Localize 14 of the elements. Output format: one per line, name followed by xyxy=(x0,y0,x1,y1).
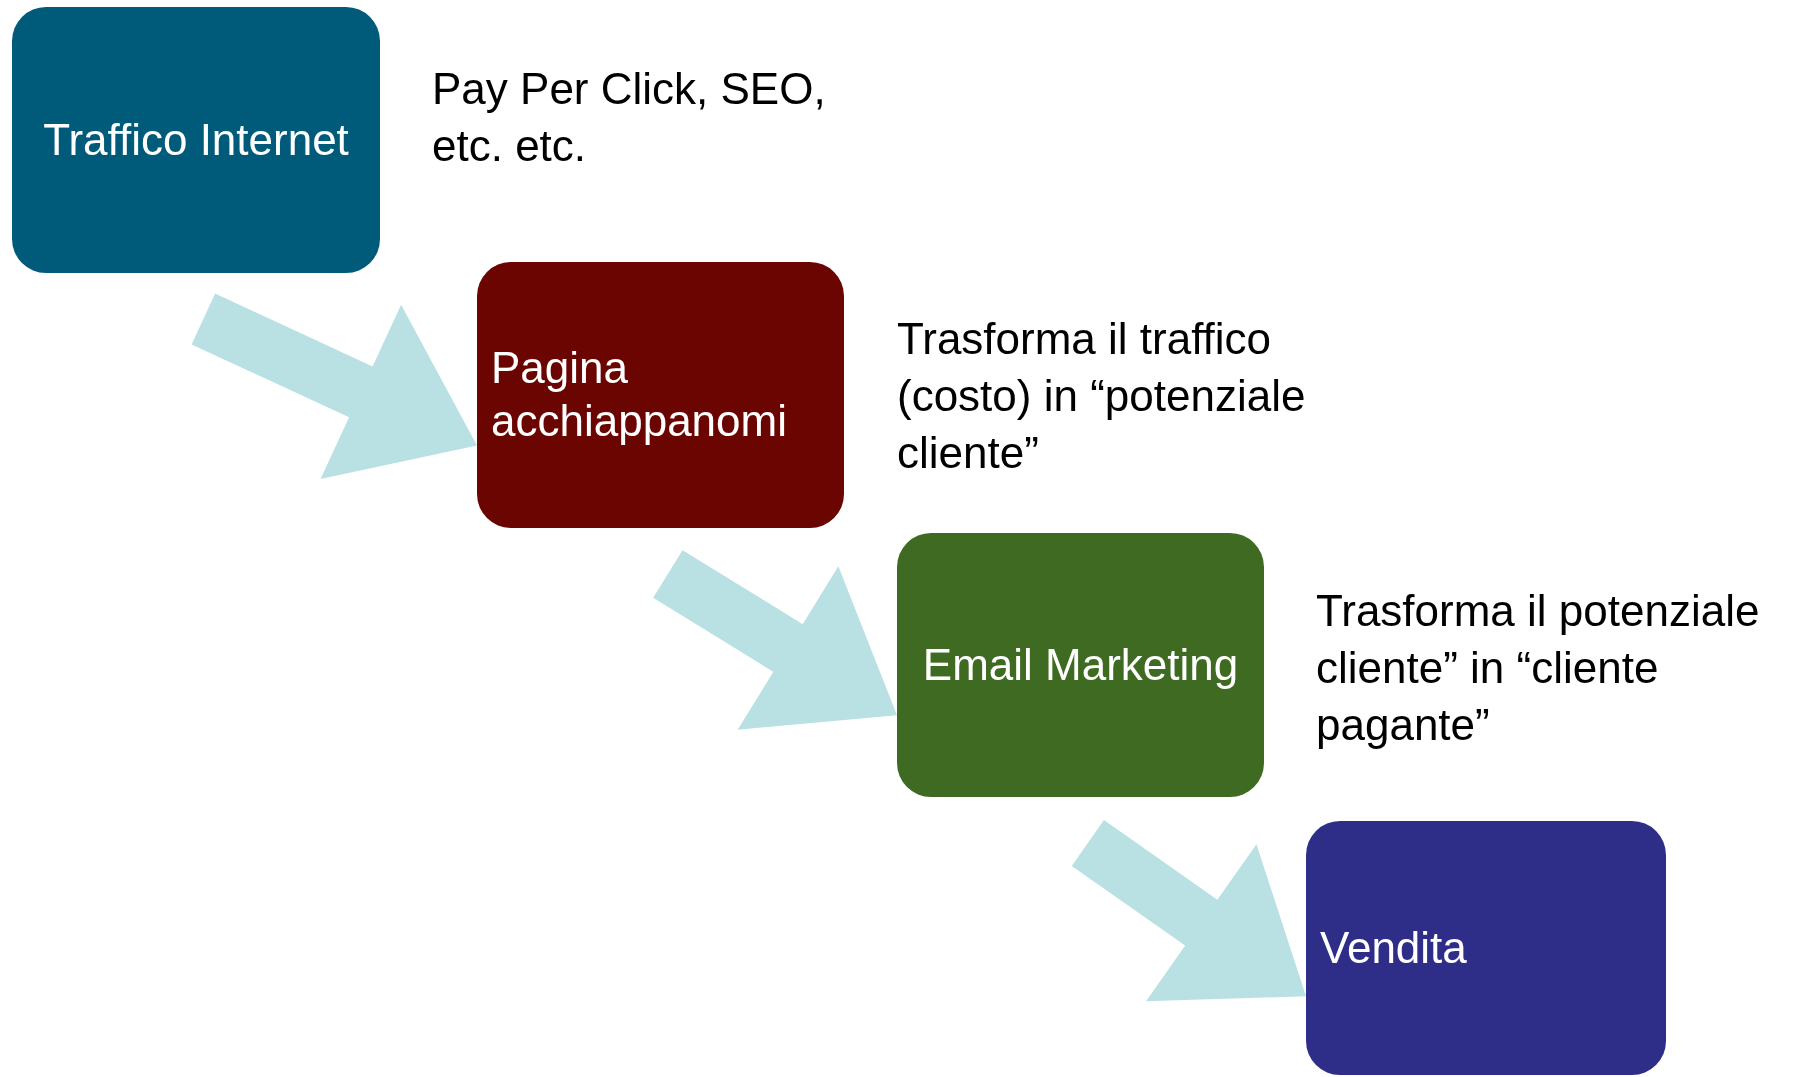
box-label: Traffico Internet xyxy=(43,113,349,166)
description-text: Pay Per Click, SEO, etc. etc. xyxy=(432,63,827,173)
process-box xyxy=(477,262,844,528)
box-label: Vendita xyxy=(1320,921,1467,974)
box-label: Pagina acchiappanomi xyxy=(491,342,788,447)
box-label: Email Marketing xyxy=(922,638,1239,691)
block-arrow xyxy=(653,550,897,730)
block-arrow xyxy=(1071,820,1306,1002)
description-text: Trasforma il potenziale cliente” in “cliente pagante” xyxy=(1316,585,1761,752)
block-arrow xyxy=(191,293,477,479)
process-box xyxy=(12,7,380,273)
description-text: Trasforma il traffico (costo) in “potenziale cliente” xyxy=(897,313,1307,480)
process-box xyxy=(1306,821,1666,1075)
process-box xyxy=(897,533,1264,797)
